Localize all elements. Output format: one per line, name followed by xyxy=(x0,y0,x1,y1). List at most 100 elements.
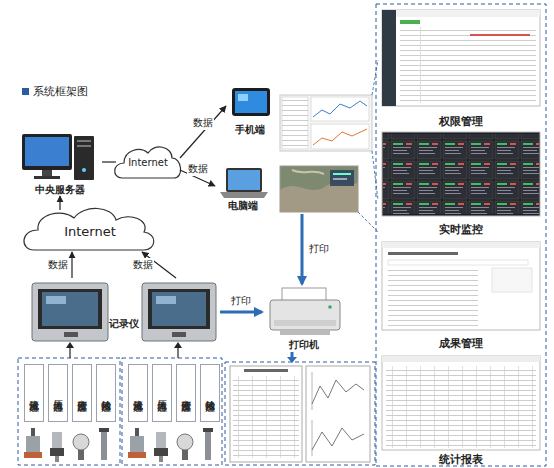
node-label: 压力传感器 xyxy=(153,365,171,421)
signal-arrow xyxy=(66,342,74,348)
data-arrow xyxy=(180,106,226,158)
recorder-case xyxy=(152,292,206,326)
printout xyxy=(230,366,302,462)
recorder-case xyxy=(142,283,216,341)
sensor-icons xyxy=(31,428,35,436)
printer-icon xyxy=(280,330,330,335)
data-arrow xyxy=(59,196,60,210)
module-box: 成果管理 xyxy=(380,240,542,352)
node-label: 密度传感器 xyxy=(177,365,195,421)
module-box: 权限管理 xyxy=(380,8,542,128)
node-label: 抬动传感器 xyxy=(97,365,115,421)
node-label: 实时监控 xyxy=(380,223,542,236)
edge-label: 打印 xyxy=(230,294,252,308)
server-icon xyxy=(82,168,86,172)
node-label: 成果管理 xyxy=(380,337,542,350)
printout xyxy=(233,376,299,458)
recorder-case xyxy=(32,283,108,341)
cloud-node: Internet xyxy=(116,146,180,180)
server-icon xyxy=(74,136,94,180)
server-icon xyxy=(42,170,52,176)
results-screenshot xyxy=(388,252,458,255)
sensor-box: 抬动传感器 xyxy=(96,364,116,422)
printer-icon xyxy=(274,320,336,326)
printer-icon xyxy=(270,288,340,335)
tablet-icon xyxy=(232,88,270,116)
node-label: 统计报表 xyxy=(380,453,542,466)
permission-screenshot xyxy=(400,20,420,24)
internet-cloud xyxy=(115,147,181,178)
laptop-icon xyxy=(220,168,268,198)
monitor-screenshot xyxy=(382,132,540,216)
permission-screenshot xyxy=(382,10,540,106)
sensor-icons xyxy=(159,456,163,462)
results-screenshot xyxy=(388,260,528,265)
printout xyxy=(312,428,364,450)
permission-screenshot xyxy=(470,34,530,36)
printer-icon xyxy=(328,305,332,309)
tablet-icon xyxy=(232,88,270,116)
sensor-icons xyxy=(101,430,107,460)
printout xyxy=(312,372,313,410)
diagram-title: 系统框架图 xyxy=(33,84,88,99)
sensor-icons xyxy=(73,434,89,450)
sensor-group xyxy=(122,358,222,465)
recorder-case xyxy=(42,292,98,326)
node-label: 流量传感器 xyxy=(25,365,43,421)
print-arrow xyxy=(220,311,262,314)
results-screenshot xyxy=(492,268,532,292)
permission-screenshot xyxy=(382,10,540,106)
node-label: 电脑端 xyxy=(215,200,271,212)
internet-cloud xyxy=(24,208,154,250)
printer-node: 打印机 xyxy=(262,284,346,352)
printout xyxy=(312,420,313,456)
recorder-case xyxy=(156,296,176,304)
edge-label: 数据 xyxy=(187,162,209,176)
laptop-icon xyxy=(220,192,268,198)
permission-screenshot xyxy=(396,10,540,17)
print-arrow xyxy=(301,214,304,284)
sensor-box: 流量传感器 xyxy=(24,364,44,422)
report-screenshot xyxy=(382,356,540,450)
sensor-icons xyxy=(26,436,40,454)
results-screenshot xyxy=(382,242,540,330)
map-screenshot xyxy=(280,166,358,212)
report-screenshot xyxy=(382,356,540,362)
cloud-node: Internet xyxy=(26,210,154,252)
mobile-screenshot xyxy=(311,97,369,121)
sensor-icons xyxy=(156,432,166,448)
recorder-case xyxy=(142,283,216,341)
tablet-icon xyxy=(235,91,267,113)
mobile-screenshot xyxy=(313,101,367,117)
monitor-screenshot xyxy=(383,134,539,214)
sensor-icons xyxy=(99,428,109,432)
sensor-icons xyxy=(203,428,213,432)
map-screenshot xyxy=(280,182,358,212)
server-icon xyxy=(77,140,91,142)
recorder-case xyxy=(172,332,186,337)
mobile-screenshot xyxy=(282,97,308,149)
sensor-box: 密度传感器 xyxy=(72,364,92,422)
sensor-icons xyxy=(78,450,84,460)
leader-line xyxy=(372,151,378,200)
sensor-group xyxy=(18,358,120,465)
sensor-box: 抬动传感器 xyxy=(200,364,220,422)
printout xyxy=(233,376,299,458)
recorder-case xyxy=(46,296,66,304)
node-label: 压力传感器 xyxy=(49,365,67,421)
map-screenshot xyxy=(333,178,347,180)
sensor-box: 压力传感器 xyxy=(48,364,68,422)
sensor-icons xyxy=(135,428,139,436)
server-icon xyxy=(22,134,94,180)
printout xyxy=(312,380,364,404)
server-node: 中央服务器 xyxy=(18,128,102,196)
mobile-screenshot xyxy=(282,97,308,149)
server-icon xyxy=(22,134,72,170)
leader-line xyxy=(358,212,378,232)
results-screenshot xyxy=(382,242,540,330)
node-label: 权限管理 xyxy=(380,115,542,128)
sensor-box: 密度传感器 xyxy=(176,364,196,422)
printout xyxy=(306,366,370,462)
report-screenshot xyxy=(386,366,536,448)
